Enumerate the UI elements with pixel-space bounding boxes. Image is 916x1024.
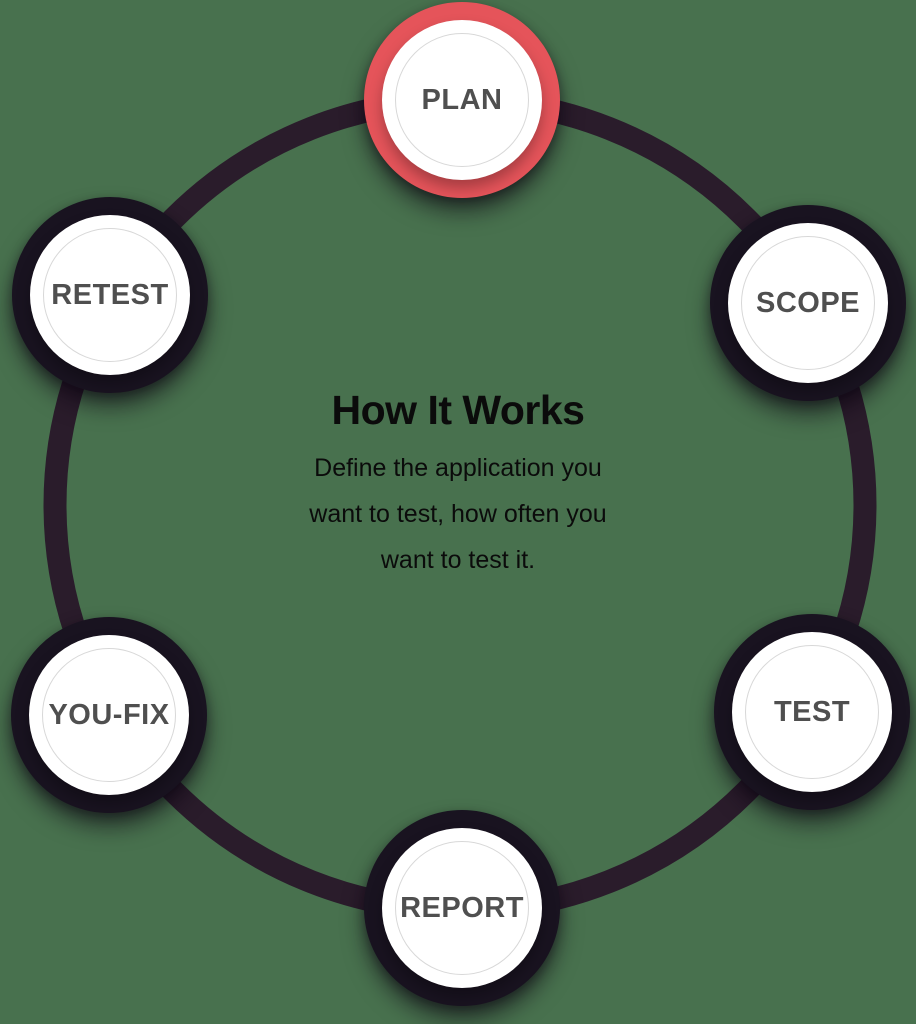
step-node-plan-face: PLAN	[382, 20, 542, 180]
step-node-plan[interactable]: PLAN	[364, 2, 560, 198]
step-label-you-fix: YOU-FIX	[48, 698, 170, 731]
step-node-test-face: TEST	[732, 632, 892, 792]
diagram-description: Define the application you want to test,…	[309, 454, 607, 574]
step-node-you-fix-face: YOU-FIX	[29, 635, 189, 795]
step-label-scope: SCOPE	[755, 286, 861, 319]
step-label-test: TEST	[773, 695, 851, 728]
step-node-scope-face: SCOPE	[728, 223, 888, 383]
step-node-report-face: REPORT	[382, 828, 542, 988]
step-node-report[interactable]: REPORT	[364, 810, 560, 1006]
step-node-retest-face: RETEST	[30, 215, 190, 375]
step-label-plan: PLAN	[421, 83, 503, 116]
step-node-scope[interactable]: SCOPE	[710, 205, 906, 401]
step-label-report: REPORT	[400, 891, 524, 924]
diagram-title: How It Works	[331, 387, 585, 433]
step-node-test[interactable]: TEST	[714, 614, 910, 810]
step-label-retest: RETEST	[51, 278, 169, 311]
center-text-block: How It Works Define the application you …	[223, 386, 693, 583]
step-node-retest[interactable]: RETEST	[12, 197, 208, 393]
step-node-you-fix[interactable]: YOU-FIX	[11, 617, 207, 813]
